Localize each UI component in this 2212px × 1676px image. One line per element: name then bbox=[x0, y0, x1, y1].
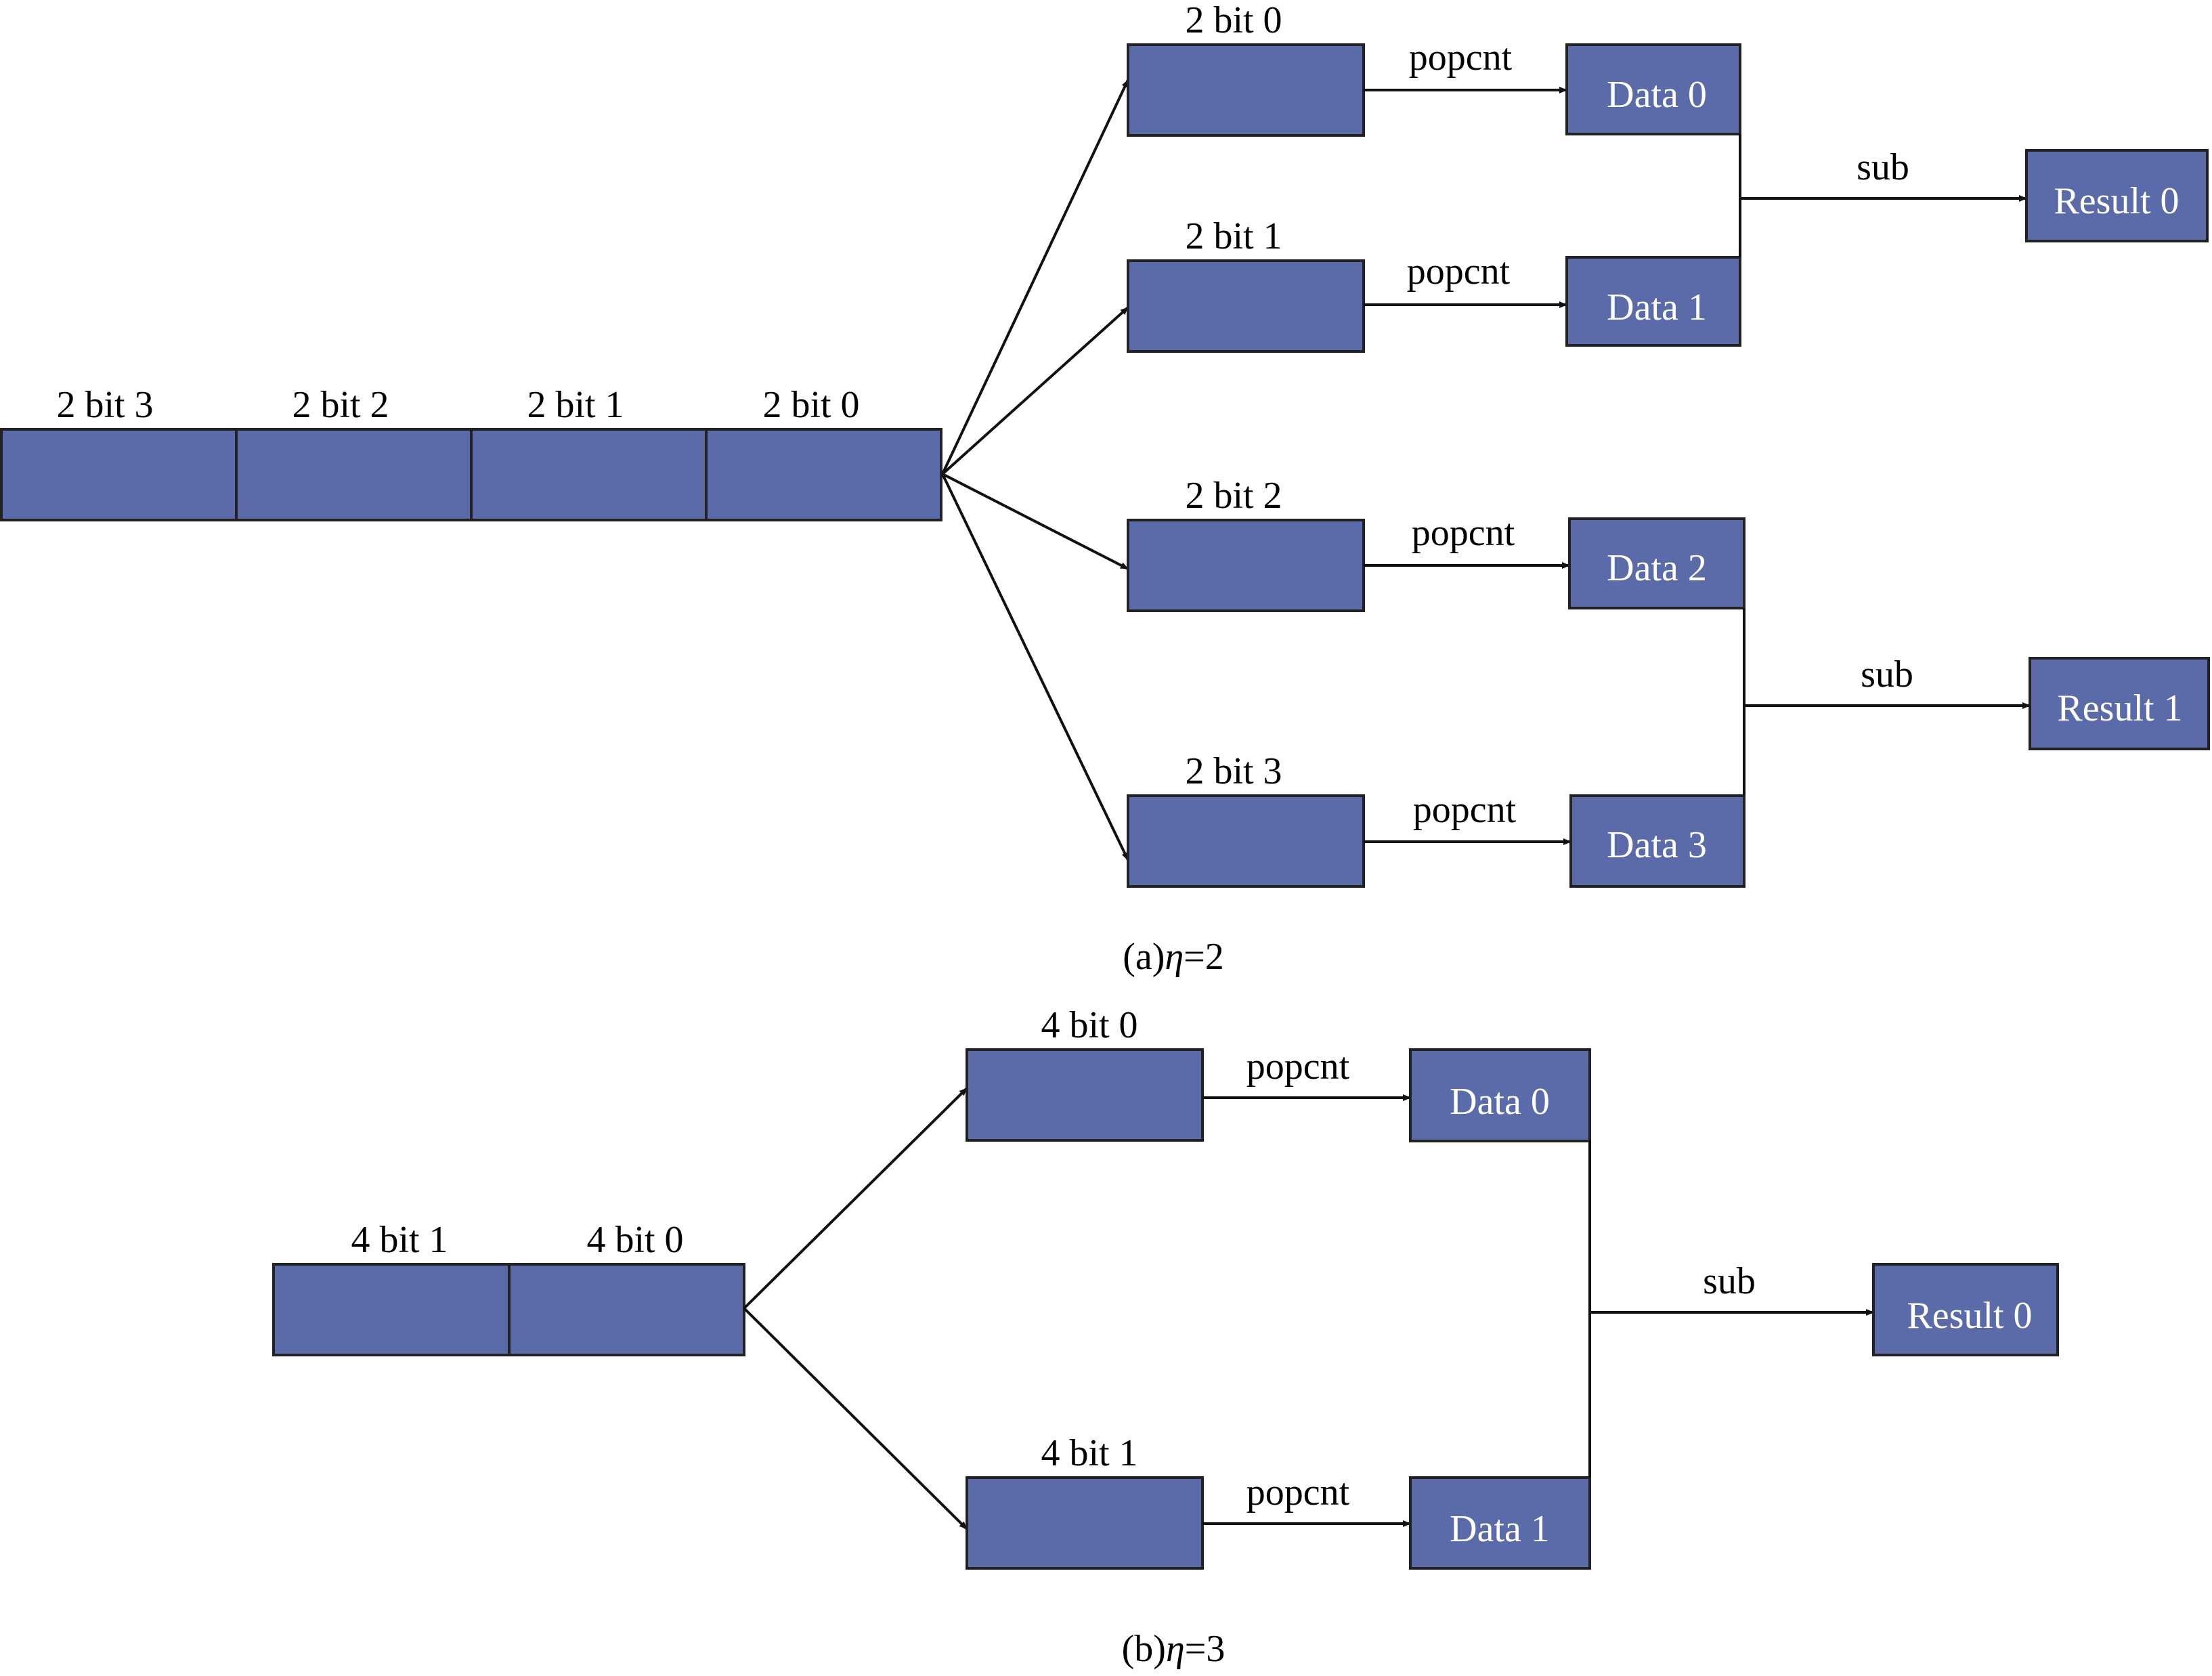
split-field-a-1-label: 2 bit 1 bbox=[1185, 215, 1282, 257]
split-field-b-1-label: 4 bit 1 bbox=[1041, 1432, 1137, 1474]
register-a-label-3: 2 bit 3 bbox=[56, 384, 153, 426]
data-box-b-1 bbox=[1409, 1476, 1591, 1570]
panel-b: 4 bit 1 4 bit 0 4 bit 0 4 bit 1 popcnt p… bbox=[272, 1004, 2059, 1670]
popcnt-label-a-2: popcnt bbox=[1412, 512, 1515, 554]
register-a-field-2 bbox=[235, 428, 473, 521]
register-a-field-0 bbox=[705, 428, 942, 521]
popcnt-label-b-0: popcnt bbox=[1246, 1046, 1350, 1088]
popcnt-label-b-1: popcnt bbox=[1246, 1471, 1350, 1513]
result-box-a-1-label: Result 1 bbox=[2057, 687, 2182, 729]
register-a-label-1: 2 bit 1 bbox=[527, 384, 624, 426]
data-box-a-3 bbox=[1569, 794, 1745, 888]
split-field-b-0 bbox=[966, 1048, 1204, 1142]
result-box-a-1 bbox=[2029, 657, 2210, 750]
register-a-field-3 bbox=[0, 428, 238, 521]
split-field-a-3-label: 2 bit 3 bbox=[1185, 750, 1282, 792]
register-a: 2 bit 3 2 bit 2 2 bit 1 2 bit 0 bbox=[0, 384, 942, 521]
caption-a-suffix: =2 bbox=[1184, 936, 1224, 978]
split-arrow-a-3 bbox=[941, 473, 1129, 861]
register-a-label-2: 2 bit 2 bbox=[292, 384, 389, 426]
split-field-a-3 bbox=[1127, 794, 1365, 888]
data-box-a-2 bbox=[1568, 517, 1745, 609]
result-box-b-0-label: Result 0 bbox=[1907, 1295, 2032, 1337]
register-a-field-1 bbox=[470, 428, 708, 521]
data-box-a-2-label: Data 2 bbox=[1607, 547, 1707, 589]
popcnt-label-a-3: popcnt bbox=[1413, 789, 1517, 831]
register-b-field-1 bbox=[272, 1263, 511, 1356]
data-box-a-0 bbox=[1565, 43, 1741, 135]
sub-label-a-1: sub bbox=[1861, 653, 1913, 695]
data-box-a-3-label: Data 3 bbox=[1607, 824, 1707, 866]
split-field-a-2-label: 2 bit 2 bbox=[1185, 475, 1282, 517]
split-arrow-b-1 bbox=[743, 1307, 968, 1530]
caption-b-suffix: =3 bbox=[1185, 1628, 1226, 1670]
split-field-a-1 bbox=[1127, 259, 1365, 353]
caption-a-prefix: (a) bbox=[1123, 936, 1165, 978]
split-field-a-0-label: 2 bit 0 bbox=[1185, 0, 1282, 41]
result-box-b-0 bbox=[1872, 1263, 2059, 1356]
register-b-label-0: 4 bit 0 bbox=[586, 1219, 683, 1261]
register-b-field-0 bbox=[508, 1263, 745, 1356]
sub-label-b-0: sub bbox=[1703, 1260, 1756, 1302]
data-box-b-0-label: Data 0 bbox=[1450, 1081, 1550, 1123]
split-field-b-0-label: 4 bit 0 bbox=[1041, 1004, 1137, 1046]
data-box-b-0 bbox=[1409, 1048, 1591, 1142]
register-a-label-0: 2 bit 0 bbox=[762, 384, 859, 426]
result-box-a-0 bbox=[2025, 149, 2209, 242]
result-box-a-0-label: Result 0 bbox=[2054, 180, 2179, 222]
data-box-a-1-label: Data 1 bbox=[1607, 286, 1707, 328]
split-arrow-a-1 bbox=[941, 306, 1129, 475]
split-arrow-b-0 bbox=[743, 1087, 968, 1310]
split-arrow-a-2 bbox=[942, 473, 1129, 570]
data-box-a-1 bbox=[1565, 256, 1741, 347]
split-arrow-a-0 bbox=[941, 79, 1129, 475]
sub-label-a-0: sub bbox=[1857, 146, 1909, 188]
register-b: 4 bit 1 4 bit 0 bbox=[272, 1219, 745, 1356]
register-b-label-1: 4 bit 1 bbox=[351, 1219, 448, 1261]
popcnt-label-a-0: popcnt bbox=[1409, 37, 1513, 79]
caption-a-symbol: η bbox=[1165, 936, 1184, 978]
caption-b-prefix: (b) bbox=[1122, 1628, 1166, 1670]
split-field-b-1 bbox=[966, 1476, 1204, 1570]
split-field-a-0 bbox=[1127, 43, 1365, 137]
popcnt-label-a-1: popcnt bbox=[1407, 251, 1511, 293]
data-box-b-1-label: Data 1 bbox=[1450, 1508, 1550, 1550]
caption-b-symbol: η bbox=[1166, 1628, 1185, 1670]
split-field-a-2 bbox=[1127, 519, 1365, 612]
caption-b: (b)η=3 bbox=[1122, 1628, 1226, 1670]
data-box-a-0-label: Data 0 bbox=[1607, 74, 1707, 116]
panel-a: 2 bit 3 2 bit 2 2 bit 1 2 bit 0 2 bit 0 … bbox=[0, 0, 2210, 978]
caption-a: (a)η=2 bbox=[1123, 936, 1224, 978]
